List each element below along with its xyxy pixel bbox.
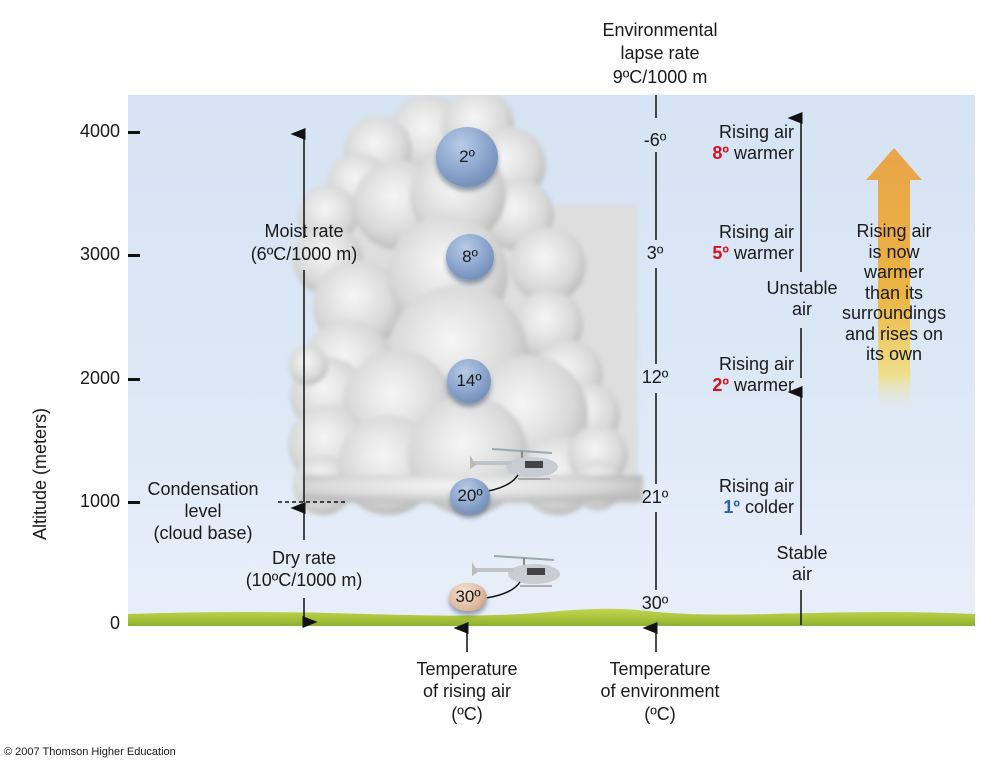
stable-label-1: Stable: [776, 543, 828, 563]
tick-3000: [128, 254, 140, 257]
moist-rate-value: (6ºC/1000 m): [250, 244, 358, 264]
helicopter-upper: [470, 448, 558, 492]
condensation-label-2: level: [184, 501, 222, 521]
tick-label-3000: 3000: [79, 244, 120, 264]
tick-4000: [128, 131, 140, 134]
tick-2000: [128, 378, 140, 381]
env-temp-1000: 21º: [641, 487, 669, 507]
env-temp-2000: 12º: [641, 367, 669, 387]
diff-value: 1º: [723, 497, 740, 517]
rising-warm-air-arrow: [866, 148, 922, 415]
big-arrow-caption: Rising air is now warmer than its surrou…: [841, 221, 947, 364]
comparison-2000: Rising air 2º warmer: [712, 354, 794, 395]
rising-air-temp-label-1: Temperature: [416, 659, 518, 679]
env-lapse-title-1: Environmental: [602, 20, 718, 40]
rising-air-bubble-1000: 20º: [450, 478, 490, 514]
env-temp-label-3: (ºC): [644, 704, 676, 724]
rising-air-bubble-2000: 14º: [447, 359, 491, 403]
rising-air-bubble-3000: 8º: [446, 234, 494, 280]
condensation-label-3: (cloud base): [153, 523, 253, 543]
unstable-label-2: air: [791, 299, 812, 319]
dry-rate-label: Dry rate: [271, 548, 336, 568]
ground: [128, 608, 975, 626]
env-temp-4000: -6º: [643, 130, 667, 150]
env-temp-label-2: of environment: [600, 681, 720, 701]
rising-air-bubble-0: 30º: [449, 583, 487, 611]
tick-label-4000: 4000: [79, 121, 120, 141]
rising-air-temp-label-2: of rising air: [422, 681, 512, 701]
env-temp-0: 30º: [641, 593, 669, 613]
rising-air-temp-label-3: (ºC): [451, 704, 483, 724]
tick-label-1000: 1000: [79, 491, 120, 511]
helicopter-lower: [472, 555, 560, 599]
unstable-label-1: Unstable: [766, 278, 838, 298]
dry-rate-value: (10ºC/1000 m): [245, 570, 363, 590]
moist-rate-label: Moist rate: [264, 221, 344, 241]
tick-label-2000: 2000: [79, 368, 120, 388]
comparison-1000: Rising air 1º colder: [718, 476, 794, 517]
diff-value: 8º: [712, 143, 729, 163]
env-lapse-rate: 9ºC/1000 m: [612, 67, 708, 87]
env-temp-3000: 3º: [646, 243, 664, 263]
condensation-label-1: Condensation: [147, 479, 259, 499]
diff-value: 5º: [712, 243, 729, 263]
stable-label-2: air: [791, 564, 812, 584]
rising-air-bubble-4000: 2º: [436, 127, 498, 187]
env-temp-label-1: Temperature: [609, 659, 711, 679]
comparison-4000: Rising air 8º warmer: [712, 122, 794, 163]
tick-1000: [128, 501, 140, 504]
diff-value: 2º: [712, 375, 729, 395]
tick-label-0: 0: [109, 613, 120, 633]
env-lapse-title-2: lapse rate: [620, 43, 700, 63]
comparison-3000: Rising air 5º warmer: [712, 222, 794, 263]
copyright: © 2007 Thomson Higher Education: [4, 746, 176, 758]
